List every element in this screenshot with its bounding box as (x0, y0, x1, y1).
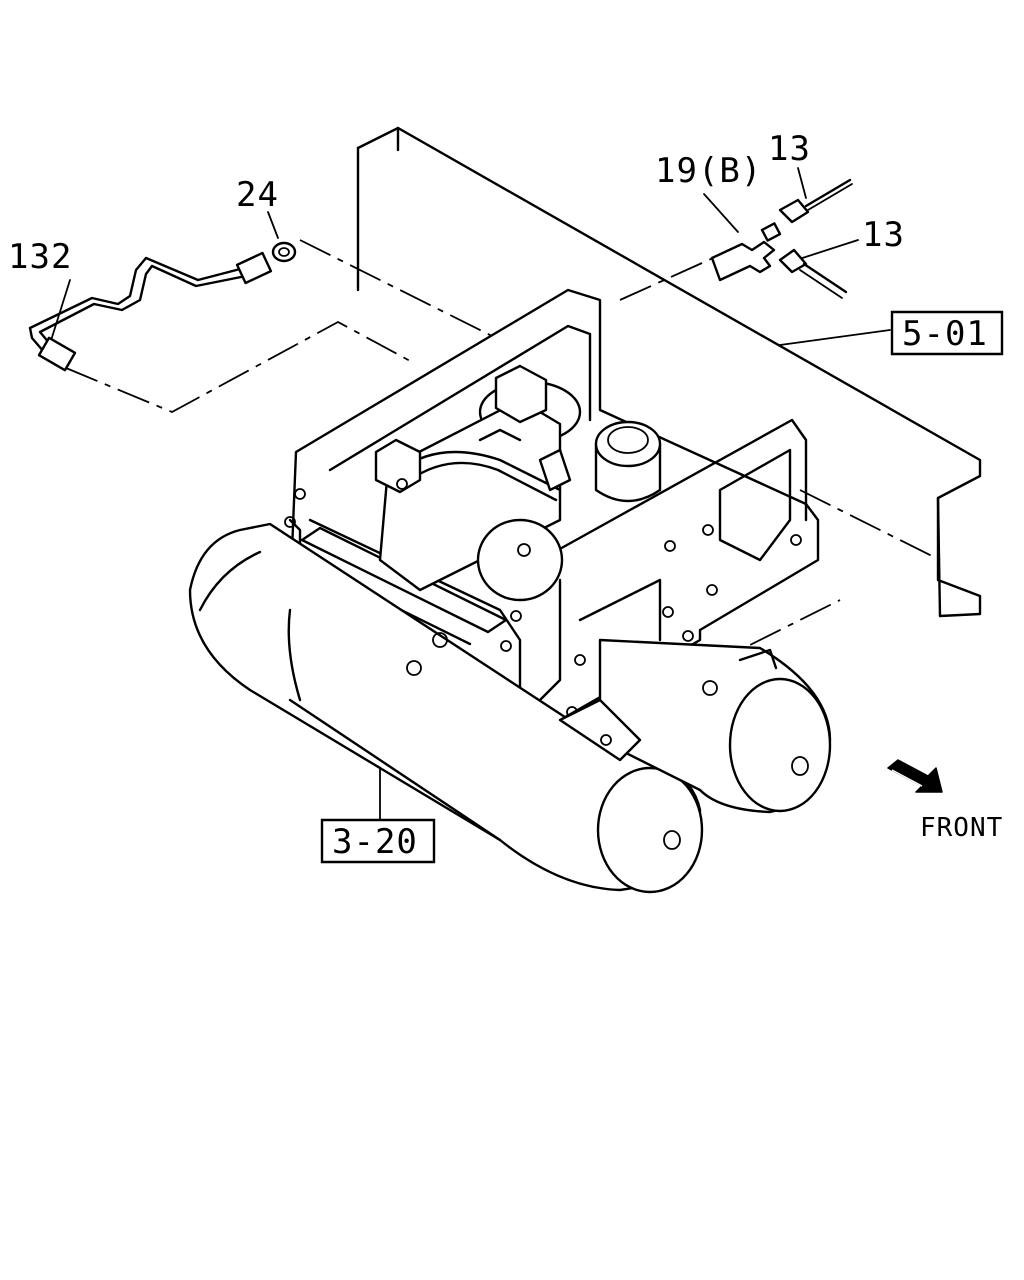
callout-19b: 19(B) (655, 151, 762, 191)
callout-13-lower: 13 (862, 215, 905, 255)
nut-24 (273, 243, 295, 261)
air-tank-right (600, 640, 830, 812)
callout-13-upper: 13 (768, 129, 811, 169)
reference-box-3-20: 3-20 (322, 820, 434, 862)
front-label: FRONT (920, 813, 1003, 843)
pipe-132 (30, 253, 271, 370)
reference-3-20-label: 3-20 (332, 822, 418, 862)
callout-132: 132 (8, 237, 72, 277)
reference-box-5-01: 5-01 (892, 312, 1002, 354)
front-arrow-icon (888, 760, 942, 792)
air-dryer-unit (376, 366, 660, 600)
tank-strap (560, 700, 640, 760)
frame-rail (358, 128, 980, 616)
air-tank-left (190, 524, 702, 892)
pipe-13-upper (780, 180, 852, 222)
tee-fitting-19b (712, 223, 780, 280)
callout-24: 24 (236, 175, 279, 215)
pipe-13-lower (780, 250, 846, 298)
reference-5-01-label: 5-01 (902, 314, 988, 354)
